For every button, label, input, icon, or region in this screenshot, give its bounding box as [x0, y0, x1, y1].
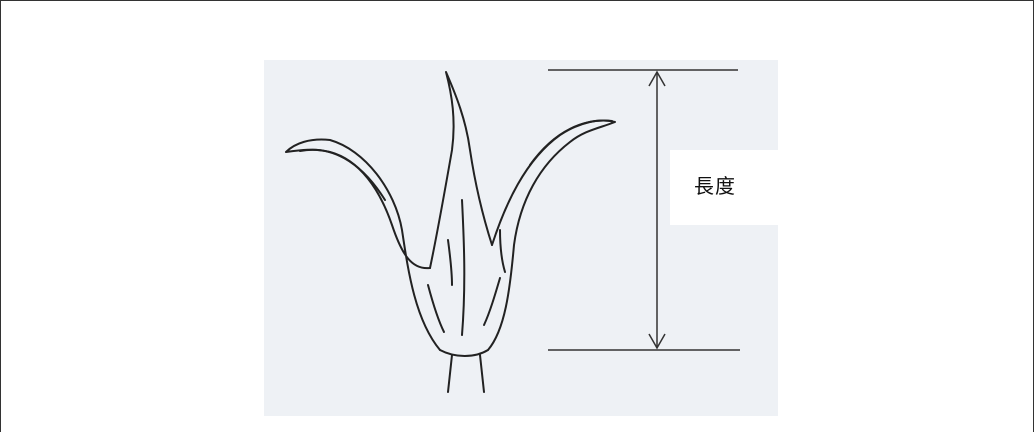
center-sepal-outline	[429, 71, 493, 269]
right-sepal-inner	[529, 119, 613, 166]
calyx-cup-bottom	[439, 349, 489, 357]
left-sepal-inner	[299, 148, 386, 201]
vein-right	[483, 277, 501, 326]
stalk-left	[447, 354, 453, 393]
right-sepal-outline	[487, 119, 616, 351]
vein-center	[461, 199, 466, 336]
calyx-sketch	[285, 71, 616, 393]
label-background	[670, 150, 778, 225]
length-label: 長度	[694, 174, 736, 198]
measurement-marker	[548, 69, 740, 351]
top-arrowhead	[648, 70, 666, 87]
stalk-right	[479, 354, 485, 393]
left-sepal-outline	[285, 138, 441, 351]
vein-left	[427, 284, 445, 333]
vein-center-left	[447, 239, 453, 286]
sketch-background	[264, 60, 778, 416]
bottom-arrowhead	[648, 333, 666, 350]
vein-right-inner	[499, 229, 506, 273]
